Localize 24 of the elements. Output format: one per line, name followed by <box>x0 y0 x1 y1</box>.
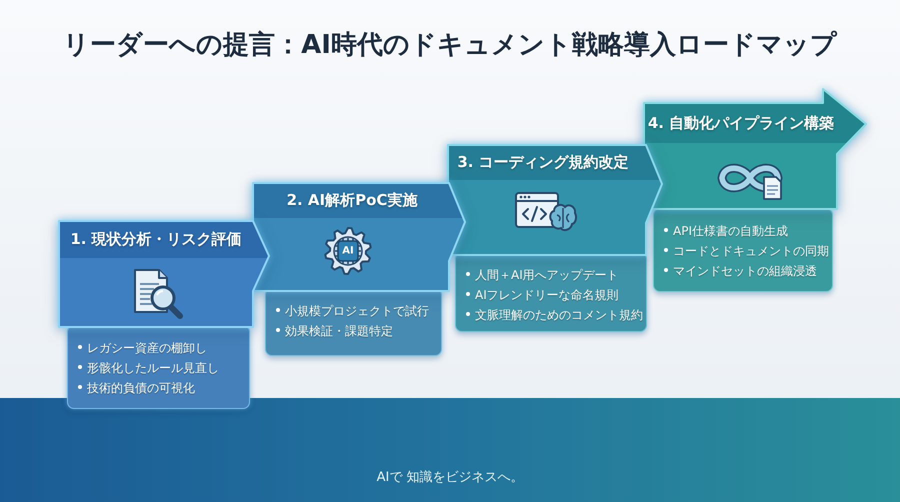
step-heading: 2. AI解析PoC実施 <box>286 191 418 209</box>
chevron-card <box>58 220 270 328</box>
bullet-text: 効果検証・課題特定 <box>274 321 393 341</box>
bullet-text: 文脈理解のためのコメント規約 <box>464 305 643 325</box>
page-title: リーダーへの提言：AI時代のドキュメント戦略導入ロードマップ <box>63 29 837 62</box>
bullet-panel <box>67 325 250 409</box>
bullet-text: マインドセットの組織浸透 <box>662 261 817 281</box>
bullet-text: AIフレンドリーな命名規則 <box>464 285 619 305</box>
step-heading: 1. 現状分析・リスク評価 <box>70 230 242 248</box>
bullet-panel <box>653 208 833 292</box>
chevron-card <box>252 182 466 292</box>
bullet-text: 形骸化したルール見直し <box>76 358 219 378</box>
bullet-text: 技術的負債の可視化 <box>76 378 195 398</box>
chevron-card <box>447 144 663 256</box>
bullet-text: 小規模プロジェクトで試行 <box>274 301 429 321</box>
tagline: AIで 知識をビジネスへ。 <box>376 470 524 486</box>
bullet-text: レガシー資産の棚卸し <box>76 338 207 358</box>
bullet-text: API仕様書の自動生成 <box>662 221 788 241</box>
chip-label: AI <box>342 246 354 256</box>
bullet-text: コードとドキュメントの同期 <box>662 241 829 261</box>
arrow-card <box>643 88 867 210</box>
step-heading: 3. コーディング規約改定 <box>457 153 629 171</box>
bullet-text: 人間＋AI用へアップデート <box>464 265 619 285</box>
step-heading: 4. 自動化パイプライン構築 <box>648 114 834 132</box>
